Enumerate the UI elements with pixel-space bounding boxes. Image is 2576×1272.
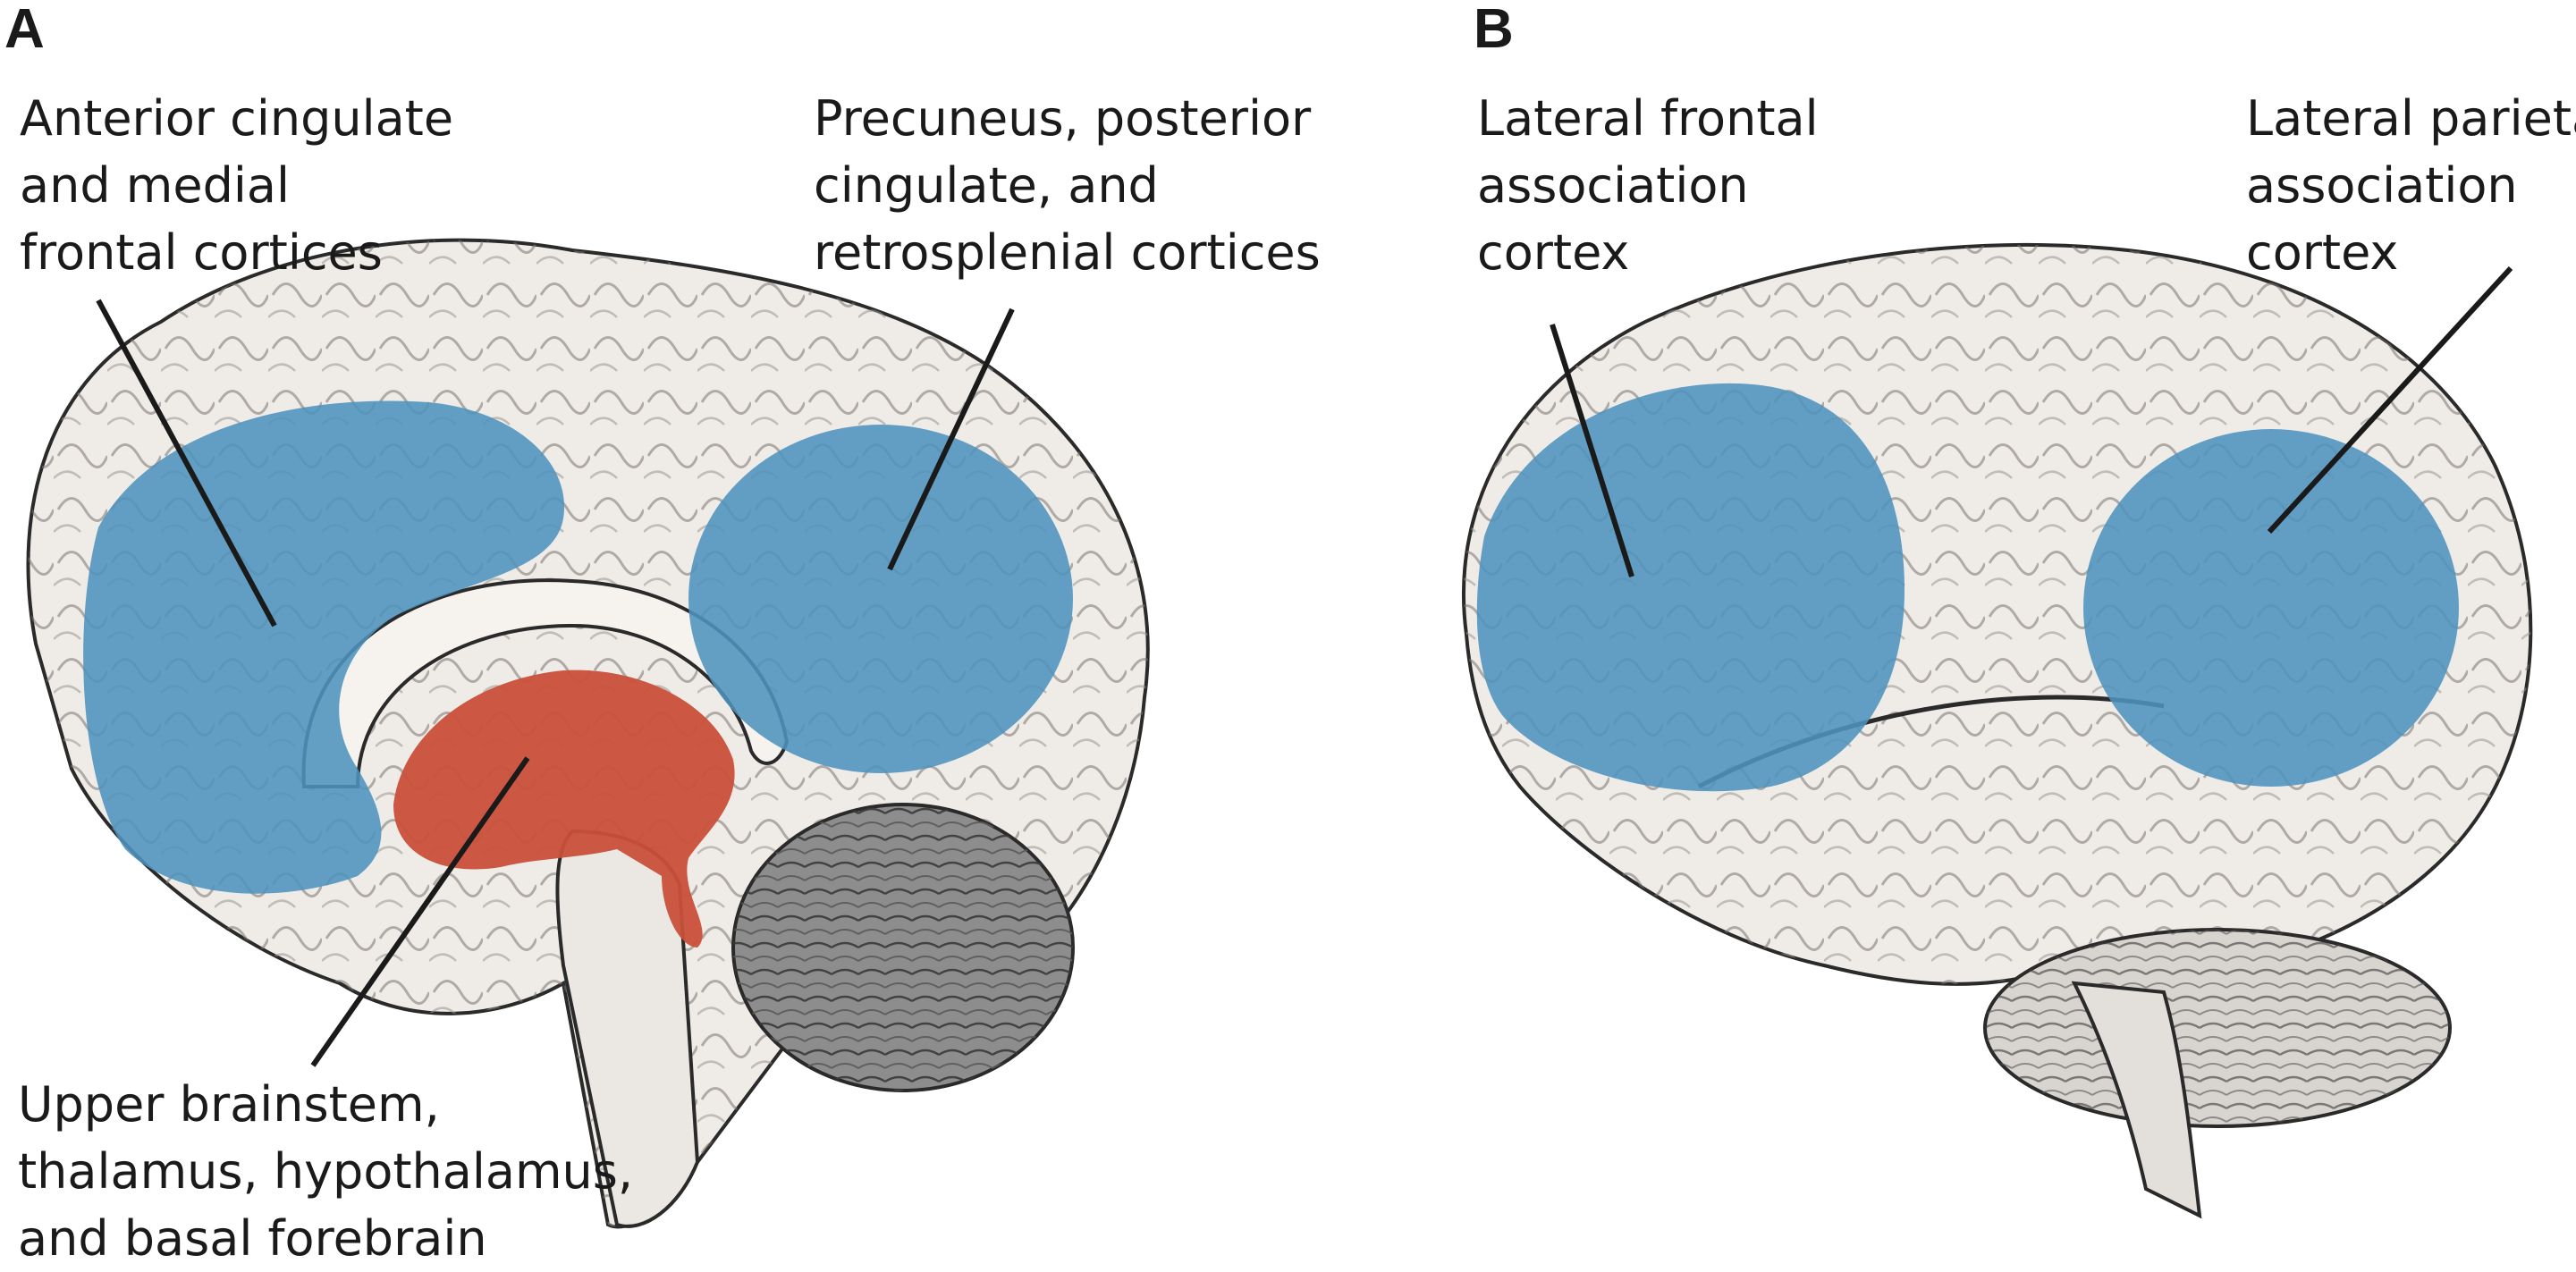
callout-line: Lateral frontal bbox=[1477, 90, 1819, 147]
medial-brain bbox=[26, 238, 1150, 1229]
callout-line: and medial bbox=[20, 157, 290, 214]
callout-line: Anterior cingulate bbox=[20, 90, 454, 147]
callout-lateral-frontal: Lateral frontal association cortex bbox=[1477, 85, 1819, 286]
callout-line: thalamus, hypothalamus, bbox=[18, 1143, 634, 1200]
panel-label-a: A bbox=[4, 0, 45, 60]
callout-line: Upper brainstem, bbox=[18, 1076, 440, 1133]
callout-precuneus: Precuneus, posterior cingulate, and retr… bbox=[814, 85, 1321, 286]
lateral-brainstem bbox=[2071, 981, 2202, 1219]
callout-line: and basal forebrain bbox=[18, 1210, 487, 1267]
pointer-lateral-frontal bbox=[1550, 324, 1634, 577]
corpus-callosum bbox=[301, 578, 790, 788]
callout-line: retrosplenial cortices bbox=[814, 224, 1321, 281]
callout-line: association bbox=[1477, 157, 1749, 214]
callout-thalamus: Upper brainstem, thalamus, hypothalamus,… bbox=[18, 1071, 633, 1272]
callout-line: cortex bbox=[1477, 224, 1630, 281]
pointer-lateral-parietal bbox=[2267, 265, 2513, 535]
pointer-anterior-cingulate bbox=[96, 299, 277, 628]
region-precuneus bbox=[688, 425, 1073, 773]
callout-line: association bbox=[2246, 157, 2518, 214]
callout-line: Lateral parietal bbox=[2246, 90, 2576, 147]
region-lateral-parietal bbox=[2083, 429, 2459, 787]
pointer-precuneus bbox=[887, 307, 1015, 571]
region-thalamus-brainstem bbox=[393, 670, 735, 948]
pointer-thalamus bbox=[310, 756, 530, 1067]
callout-anterior-cingulate: Anterior cingulate and medial frontal co… bbox=[20, 85, 453, 286]
callout-line: cortex bbox=[2246, 224, 2399, 281]
callout-line: cingulate, and bbox=[814, 157, 1159, 214]
panel-label-b: B bbox=[1474, 0, 1514, 60]
region-anterior-cingulate bbox=[83, 400, 565, 894]
callout-line: Precuneus, posterior bbox=[814, 90, 1312, 147]
region-lateral-frontal bbox=[1476, 383, 1905, 792]
lateral-brain bbox=[1461, 242, 2533, 1219]
callout-lateral-parietal: Lateral parietal association cortex bbox=[2246, 85, 2576, 286]
callout-line: frontal cortices bbox=[20, 224, 383, 281]
